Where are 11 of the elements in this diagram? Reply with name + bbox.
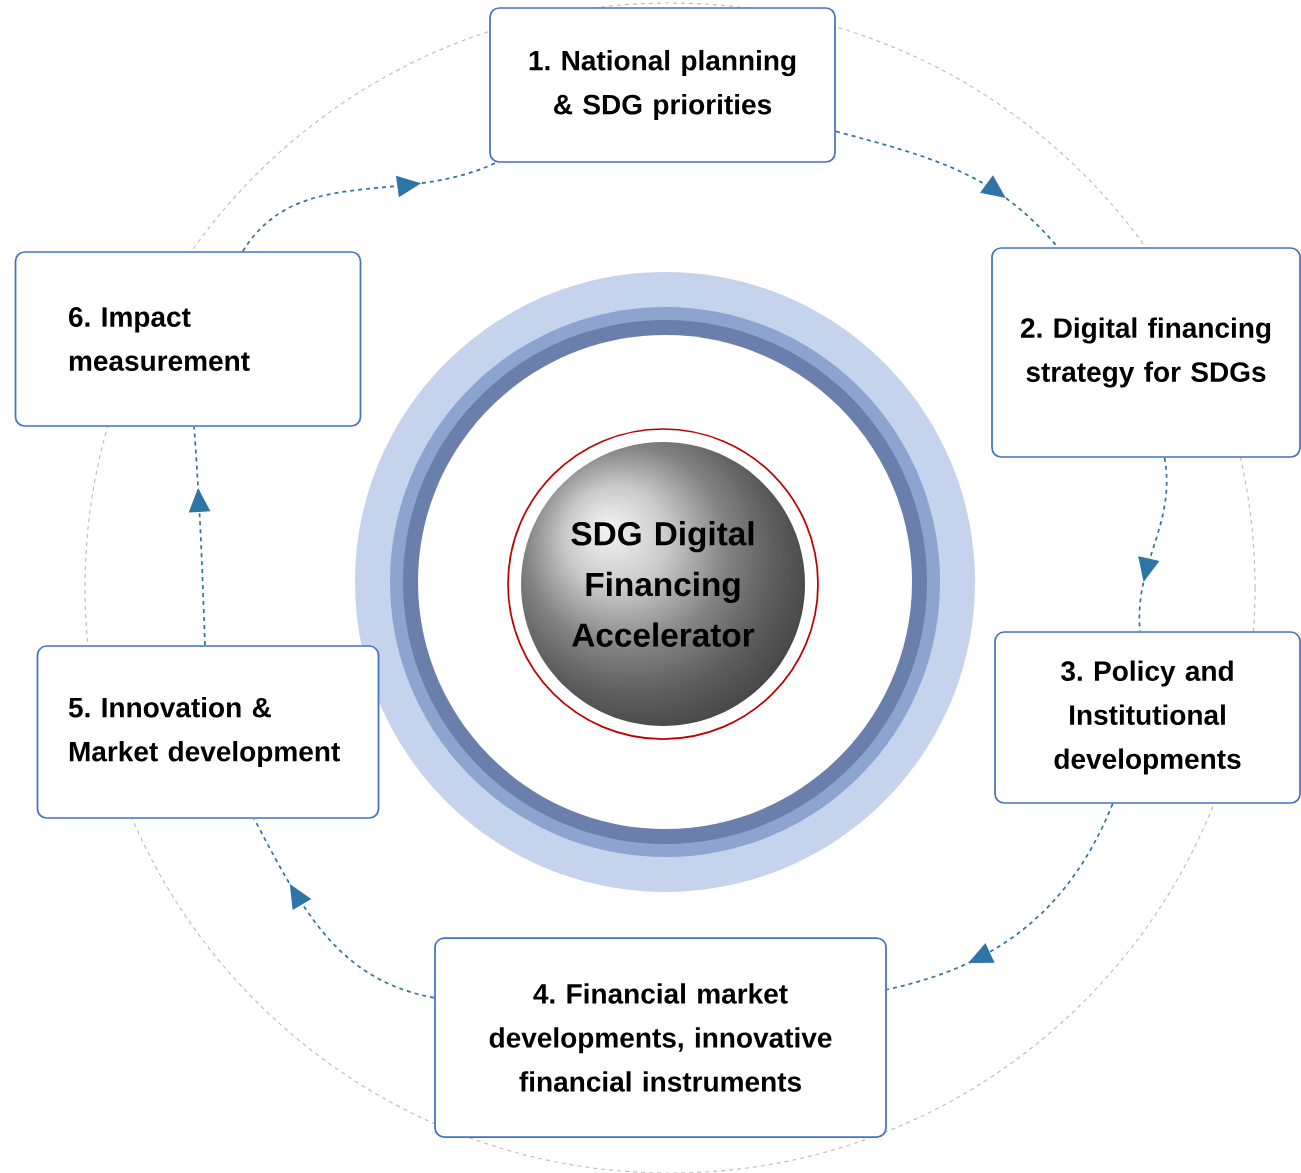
arrow	[241, 162, 497, 252]
arrow	[835, 130, 1059, 248]
step-box: 6. Impact measurement	[14, 251, 362, 427]
step-box: 3. Policy and Institutional developments	[994, 631, 1301, 804]
step-box: 2. Digital financing strategy for SDGs	[991, 247, 1301, 458]
step-box: 4. Financial market developments, innovative financial instruments	[434, 937, 887, 1138]
step-box: 5. Innovation & Market development	[36, 645, 380, 819]
arrow	[1138, 457, 1168, 632]
arrow	[253, 818, 435, 999]
step-box: 1. National planning & SDG priorities	[489, 7, 836, 163]
arrow	[886, 803, 1114, 991]
